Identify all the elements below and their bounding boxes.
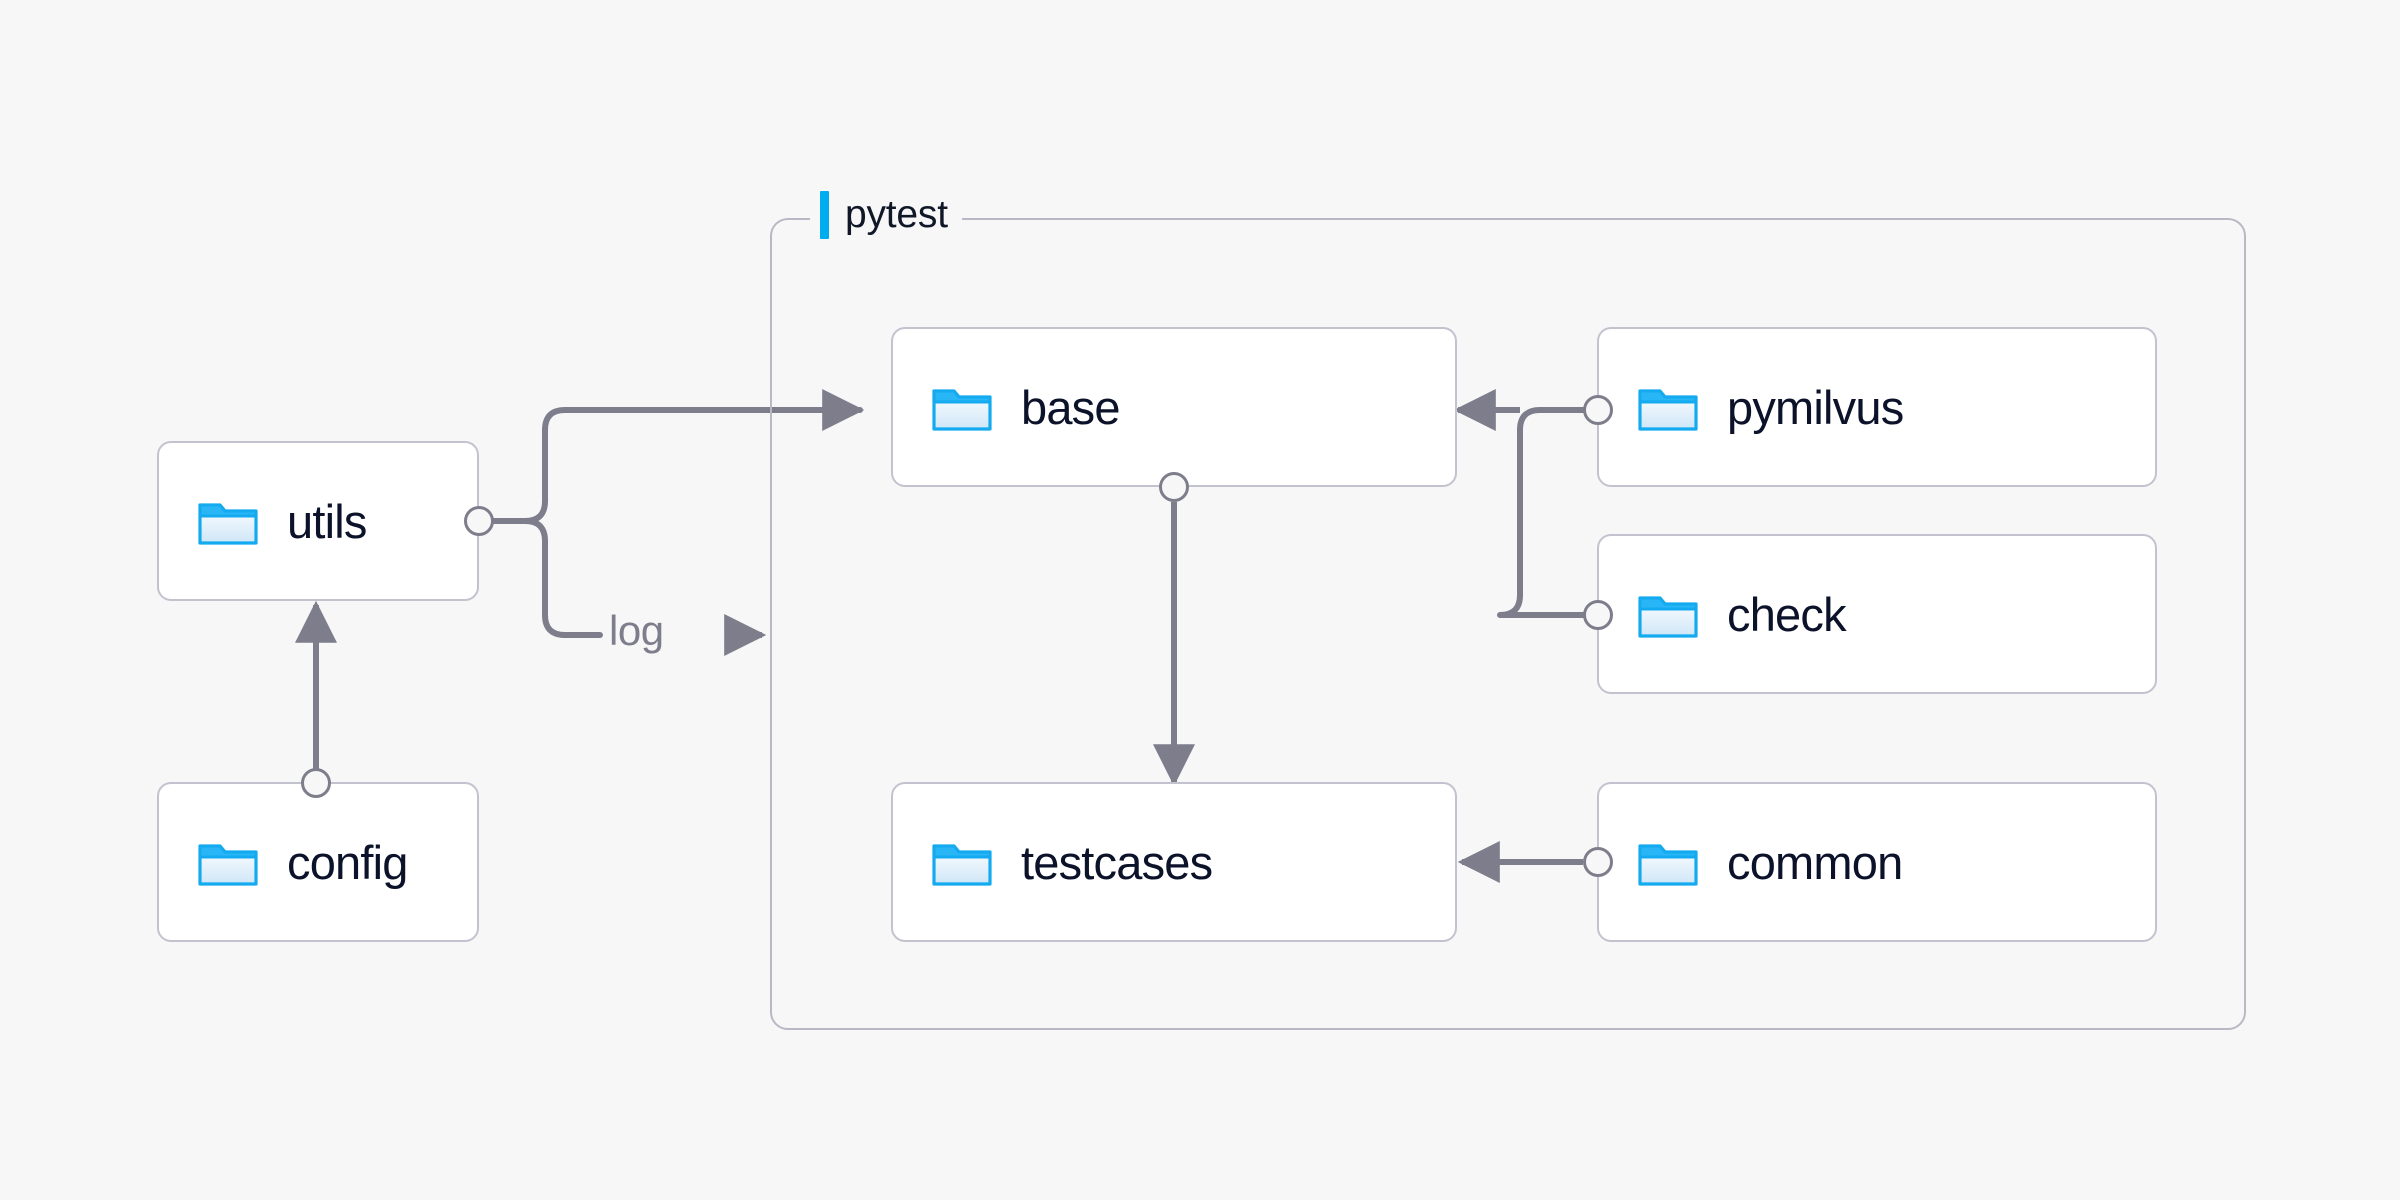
folder-icon xyxy=(198,503,258,545)
node-pymilvus-label: pymilvus xyxy=(1727,380,1904,434)
folder-icon xyxy=(1638,596,1698,638)
node-utils[interactable]: utils xyxy=(157,441,479,601)
node-pymilvus[interactable]: pymilvus xyxy=(1597,327,2157,487)
node-common-label: common xyxy=(1727,835,1903,889)
node-utils-label: utils xyxy=(287,494,367,548)
port-pymilvus-left[interactable] xyxy=(1583,395,1613,425)
group-pytest-label: pytest xyxy=(810,188,962,242)
node-common[interactable]: common xyxy=(1597,782,2157,942)
group-accent-bar xyxy=(820,191,829,239)
folder-icon xyxy=(1638,389,1698,431)
group-title: pytest xyxy=(845,193,948,236)
port-config-top[interactable] xyxy=(301,768,331,798)
group-pytest[interactable] xyxy=(770,218,2246,1030)
node-check-label: check xyxy=(1727,587,1847,641)
folder-icon xyxy=(198,844,258,886)
folder-icon xyxy=(932,389,992,431)
node-config-label: config xyxy=(287,835,408,889)
node-testcases[interactable]: testcases xyxy=(891,782,1457,942)
port-utils-right[interactable] xyxy=(464,506,494,536)
folder-icon xyxy=(932,844,992,886)
node-base-label: base xyxy=(1021,380,1121,434)
folder-icon xyxy=(1638,844,1698,886)
port-common-left[interactable] xyxy=(1583,847,1613,877)
port-base-bottom[interactable] xyxy=(1159,472,1189,502)
node-config[interactable]: config xyxy=(157,782,479,942)
node-base[interactable]: base xyxy=(891,327,1457,487)
port-check-left[interactable] xyxy=(1583,600,1613,630)
edge-label-log: log xyxy=(603,607,670,655)
node-testcases-label: testcases xyxy=(1021,835,1213,889)
node-check[interactable]: check xyxy=(1597,534,2157,694)
